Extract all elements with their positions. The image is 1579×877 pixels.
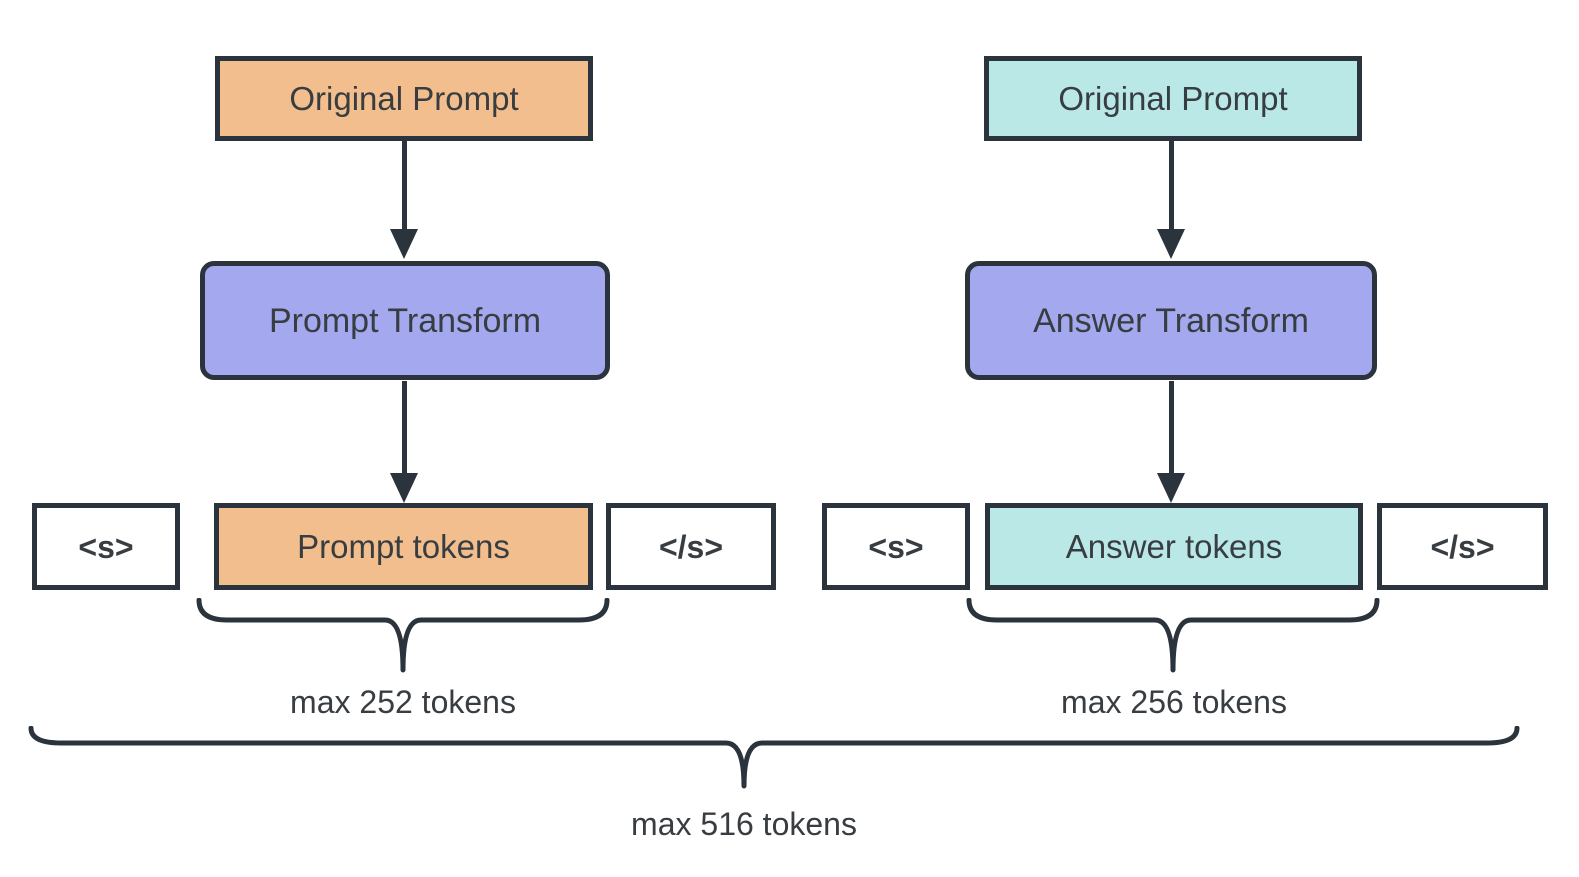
arrowhead-down-icon bbox=[1157, 229, 1185, 259]
right-eos-token-box: </s> bbox=[1377, 503, 1548, 590]
left-eos-token-label: </s> bbox=[658, 528, 724, 565]
total-max-tokens-brace bbox=[28, 726, 1520, 789]
answer-transform-label: Answer Transform bbox=[1033, 301, 1309, 340]
left-max-tokens-brace bbox=[196, 598, 610, 673]
arrow-shaft bbox=[1168, 381, 1174, 473]
right-original-prompt-label: Original Prompt bbox=[1058, 80, 1288, 117]
right-original-prompt-box: Original Prompt bbox=[984, 56, 1362, 141]
arrowhead-down-icon bbox=[1157, 473, 1185, 503]
right-eos-token-label: </s> bbox=[1430, 528, 1495, 565]
prompt-tokens-label: Prompt tokens bbox=[297, 528, 510, 565]
left-bos-token-box: <s> bbox=[32, 503, 180, 590]
arrow-shaft bbox=[401, 381, 407, 473]
answer-tokens-label: Answer tokens bbox=[1065, 528, 1283, 565]
total-max-tokens-label: max 516 tokens bbox=[631, 806, 857, 842]
right-bos-token-label: <s> bbox=[868, 528, 924, 565]
right-bos-token-box: <s> bbox=[822, 503, 970, 590]
left-eos-token-box: </s> bbox=[606, 503, 776, 590]
right-max-tokens-brace bbox=[966, 598, 1380, 673]
left-original-prompt-label: Original Prompt bbox=[289, 80, 519, 117]
left-original-prompt-box: Original Prompt bbox=[215, 56, 593, 141]
right-arrow-source-to-transform bbox=[1157, 141, 1185, 259]
prompt-tokens-box: Prompt tokens bbox=[214, 503, 593, 590]
left-max-tokens-label: max 252 tokens bbox=[290, 684, 516, 720]
answer-tokens-box: Answer tokens bbox=[985, 503, 1363, 590]
arrow-shaft bbox=[1168, 141, 1174, 229]
left-arrow-source-to-transform bbox=[390, 141, 418, 259]
arrowhead-down-icon bbox=[390, 473, 418, 503]
left-bos-token-label: <s> bbox=[78, 528, 134, 565]
right-arrow-transform-to-tokens bbox=[1157, 381, 1185, 503]
prompt-transform-label: Prompt Transform bbox=[268, 301, 542, 340]
arrowhead-down-icon bbox=[390, 229, 418, 259]
left-arrow-transform-to-tokens bbox=[390, 381, 418, 503]
right-max-tokens-label: max 256 tokens bbox=[1061, 684, 1287, 720]
prompt-transform-box: Prompt Transform bbox=[200, 261, 610, 380]
arrow-shaft bbox=[401, 141, 407, 229]
answer-transform-box: Answer Transform bbox=[965, 261, 1377, 380]
